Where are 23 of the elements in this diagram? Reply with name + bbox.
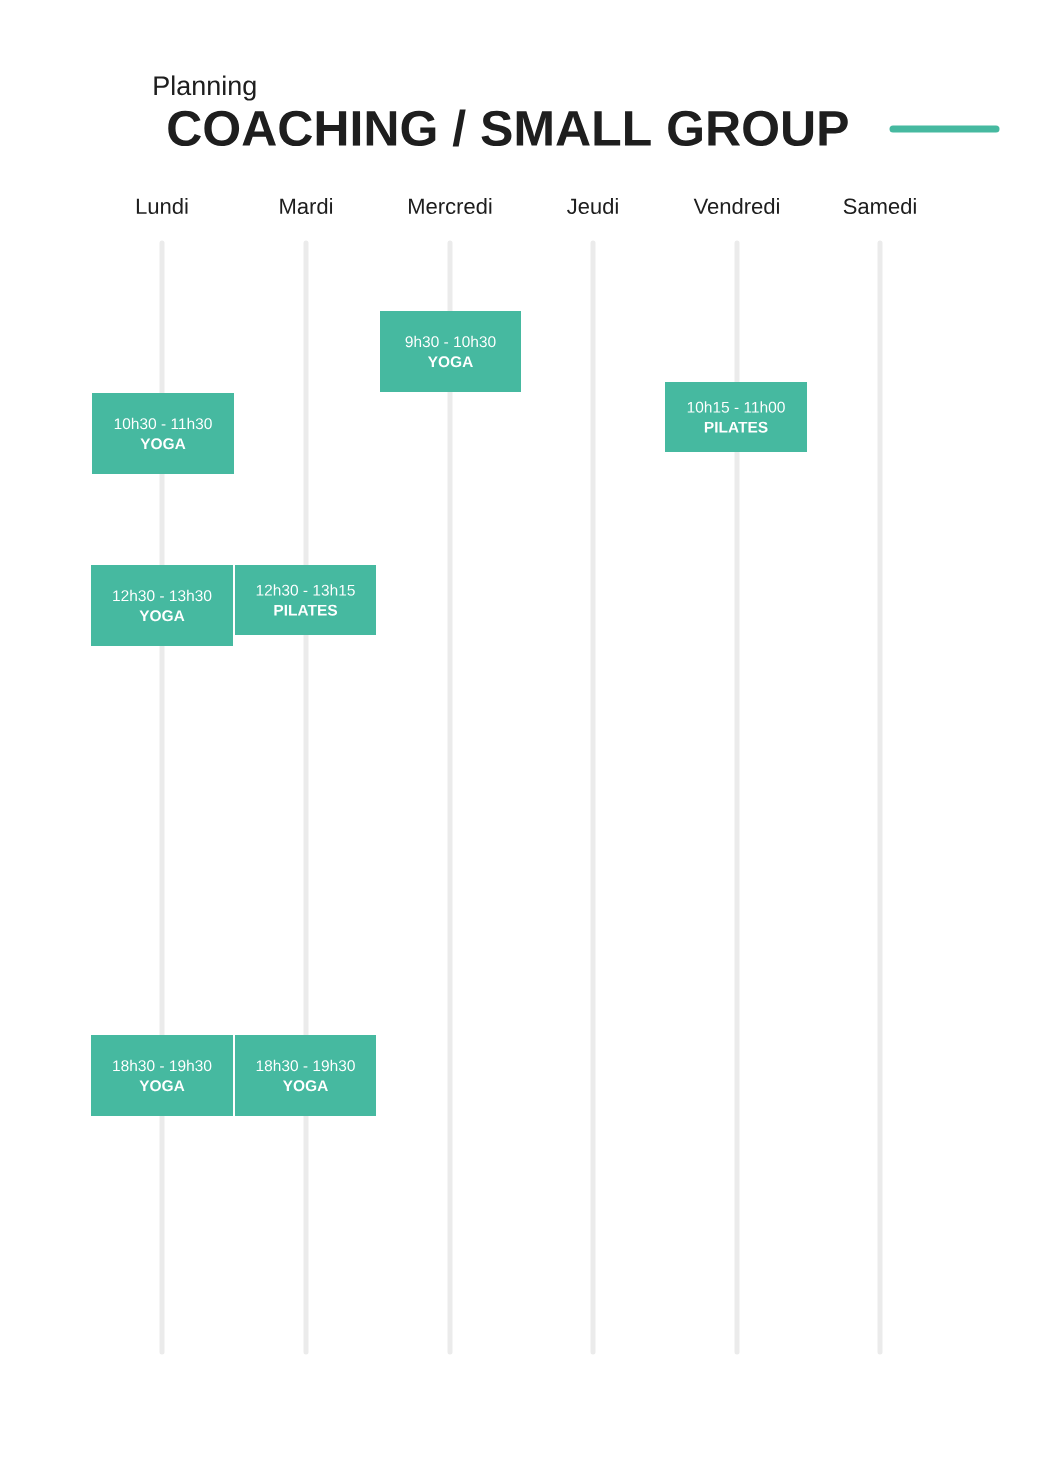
day-label: Mardi — [280, 197, 332, 215]
title: COACHING / SMALL GROUP — [168, 109, 848, 147]
day-label: Samedi — [843, 197, 916, 215]
node-label: 18h30 - 19h30 — [113, 1059, 212, 1072]
session-box: 18h30 - 19h30 YOGA — [91, 1035, 233, 1116]
session-box: 10h15 - 11h00 PILATES — [665, 382, 807, 452]
day-label: Jeudi — [567, 197, 618, 215]
day-label: Mercredi — [409, 197, 492, 215]
node-label: YOGA — [282, 1080, 328, 1092]
day-label: Lundi — [136, 197, 188, 215]
session-box: 10h30 - 11h30 YOGA — [92, 393, 234, 474]
node-label: 12h30 - 13h15 — [256, 584, 355, 596]
session-box: 12h30 - 13h30 YOGA — [91, 565, 233, 646]
node-label: 18h30 - 19h30 — [256, 1059, 355, 1072]
node-label: YOGA — [139, 610, 185, 622]
session-box: 12h30 - 13h15 PILATES — [235, 565, 376, 635]
node-label: YOGA — [139, 1080, 185, 1092]
node-label: 12h30 - 13h30 — [113, 589, 212, 602]
subtitle: Planning — [154, 75, 256, 101]
session-box: 9h30 - 10h30 YOGA — [380, 311, 521, 392]
session-box: 18h30 - 19h30 YOGA — [235, 1035, 376, 1116]
day-label: Vendredi — [693, 197, 779, 215]
node-label: PILATES — [274, 604, 338, 616]
